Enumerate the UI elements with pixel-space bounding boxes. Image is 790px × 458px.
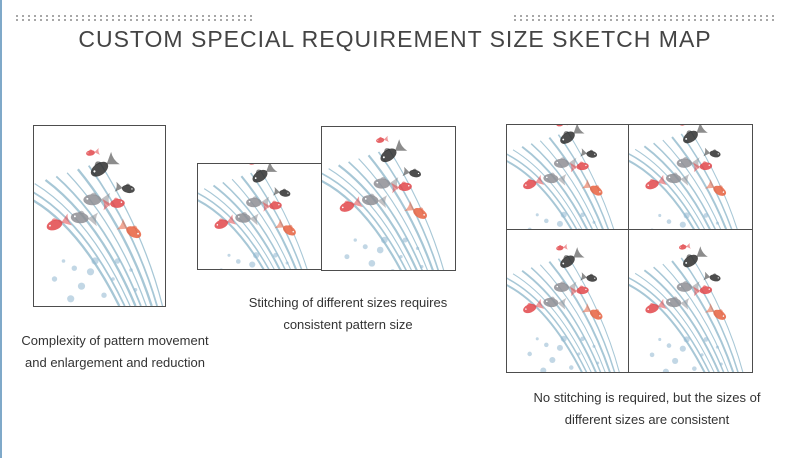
pattern-panel-grid-2 bbox=[628, 124, 753, 230]
goldfish-painting-image bbox=[34, 126, 165, 306]
dotted-ornament-left bbox=[14, 14, 254, 22]
caption-left-line-2: and enlargement and reduction bbox=[25, 355, 205, 370]
caption-middle-line-2: consistent pattern size bbox=[283, 317, 413, 332]
caption-middle: Stitching of different sizes requires co… bbox=[238, 292, 458, 336]
goldfish-painting-image bbox=[322, 127, 455, 270]
caption-left: Complexity of pattern movement and enlar… bbox=[10, 330, 220, 374]
caption-left-line-1: Complexity of pattern movement bbox=[21, 333, 209, 348]
goldfish-painting-image bbox=[198, 164, 322, 269]
page-title: CUSTOM SPECIAL REQUIREMENT SIZE SKETCH M… bbox=[78, 26, 712, 52]
caption-right-line-2: different sizes are consistent bbox=[564, 412, 730, 427]
goldfish-painting-image bbox=[629, 125, 752, 229]
pattern-panel-stitch-large bbox=[321, 126, 456, 271]
goldfish-painting-image bbox=[507, 230, 628, 372]
left-edge-rule bbox=[0, 0, 2, 458]
pattern-panel-stitch-small bbox=[197, 163, 323, 270]
caption-right: No stitching is required, but the sizes … bbox=[522, 387, 772, 431]
goldfish-painting-image bbox=[629, 230, 752, 372]
pattern-panel-grid-3 bbox=[506, 229, 629, 373]
goldfish-painting-image bbox=[507, 125, 628, 229]
pattern-panel-grid-4 bbox=[628, 229, 753, 373]
caption-middle-line-1: Stitching of different sizes requires bbox=[248, 295, 448, 310]
pattern-panel-grid-1 bbox=[506, 124, 629, 230]
dotted-ornament-right bbox=[512, 14, 778, 22]
caption-right-line-1: No stitching is required, but the sizes … bbox=[533, 390, 761, 405]
pattern-panel-single bbox=[33, 125, 166, 307]
